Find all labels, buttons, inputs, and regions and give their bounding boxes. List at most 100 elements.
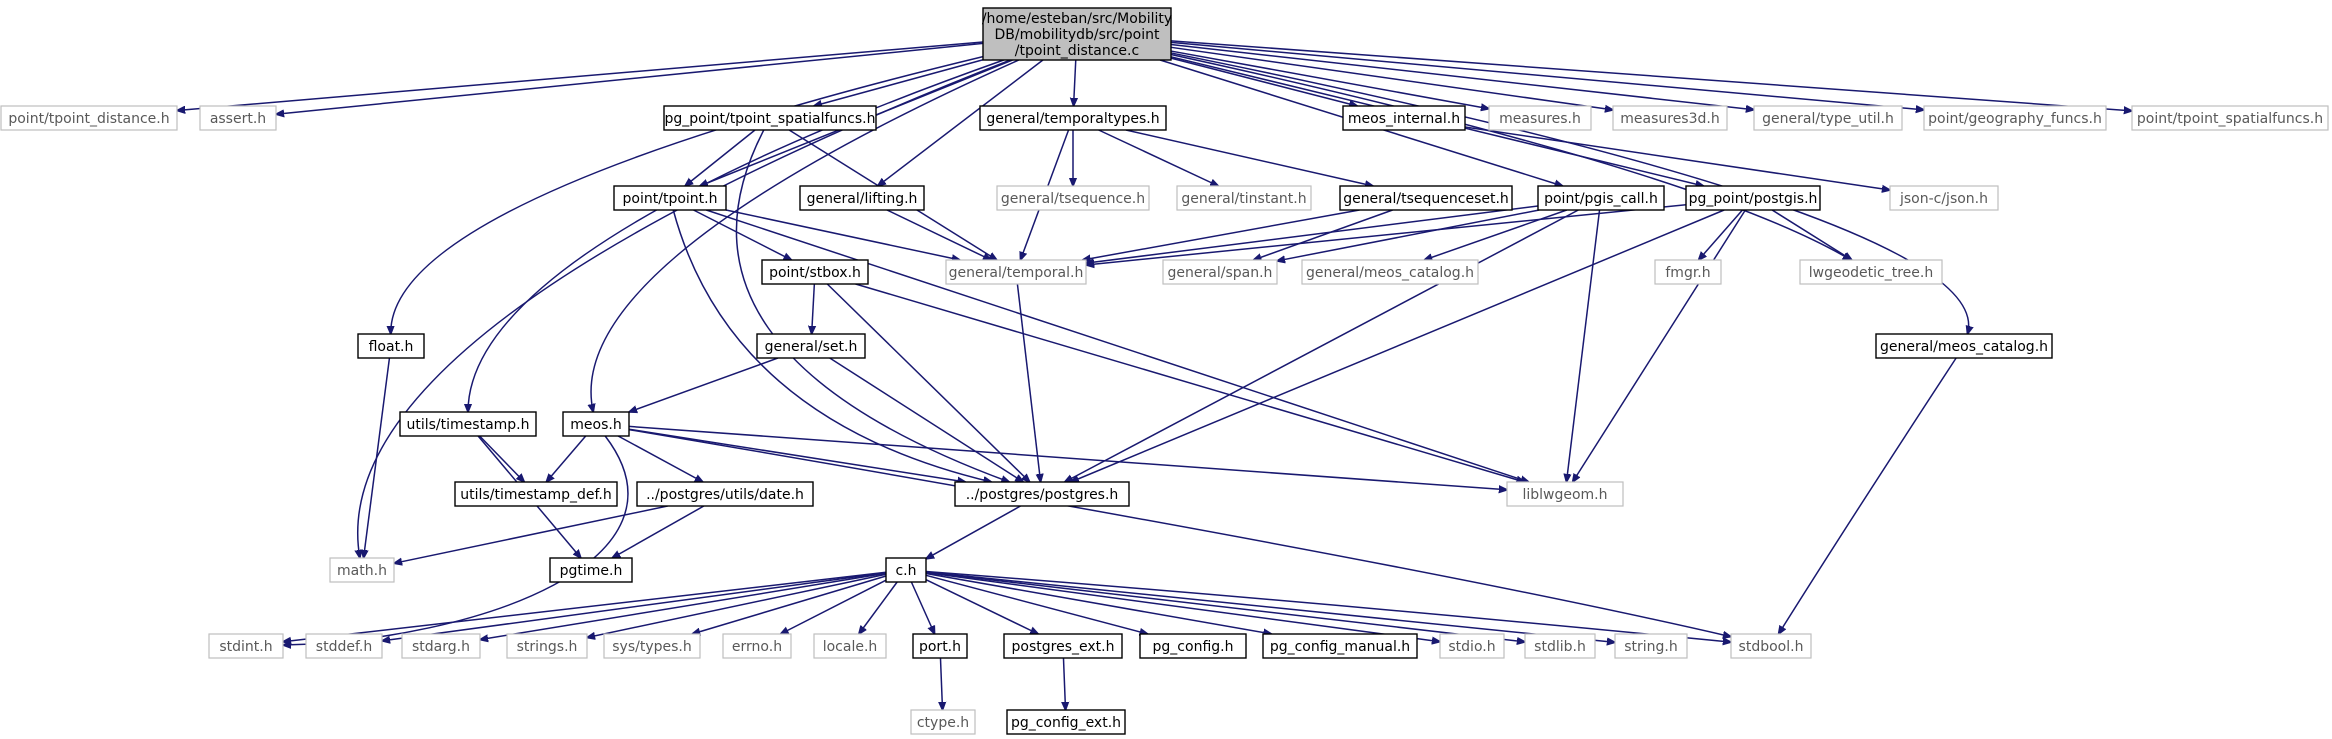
node-box xyxy=(399,411,537,437)
node-sys-types-h: sys/types.h xyxy=(603,633,701,659)
node-label: stddef.h xyxy=(316,639,372,655)
node-label: DB/mobilitydb/src/point xyxy=(995,27,1160,43)
node-box xyxy=(562,411,630,437)
node-c-h[interactable]: c.h xyxy=(885,557,927,583)
include-edge xyxy=(177,41,984,111)
node-pg-config-ext-h[interactable]: pg_config_ext.h xyxy=(1006,709,1126,735)
node-postgres-h[interactable]: ../postgres/postgres.h xyxy=(954,481,1130,507)
node-temporaltypes-h[interactable]: general/temporaltypes.h xyxy=(979,105,1167,131)
node-box xyxy=(722,633,792,659)
node-label: pg_config_manual.h xyxy=(1270,639,1410,655)
node-box xyxy=(357,333,425,359)
node-pg-tpoint-spatialfuncs-h[interactable]: pg_point/tpoint_spatialfuncs.h xyxy=(663,105,877,131)
node-box xyxy=(199,105,277,131)
node-meos-h[interactable]: meos.h xyxy=(562,411,630,437)
node-label: stdlib.h xyxy=(1534,639,1586,655)
node-label: stdbool.h xyxy=(1739,639,1804,655)
node-box xyxy=(910,709,976,735)
node-box xyxy=(1875,333,2053,359)
node-label: stdarg.h xyxy=(412,639,470,655)
node-lifting-h[interactable]: general/lifting.h xyxy=(799,185,925,211)
node-stdlib-h: stdlib.h xyxy=(1524,633,1596,659)
node-pgis-call-h[interactable]: point/pgis_call.h xyxy=(1537,185,1665,211)
node-box xyxy=(1162,259,1278,285)
node-label: lwgeodetic_tree.h xyxy=(1809,265,1933,281)
node-label: general/meos_catalog.h xyxy=(1880,339,2048,355)
node-timestamp-def-h[interactable]: utils/timestamp_def.h xyxy=(454,481,618,507)
node-box xyxy=(1730,633,1812,659)
include-edge xyxy=(692,575,887,634)
node-box xyxy=(954,481,1130,507)
node-postgres-ext-h[interactable]: postgres_ext.h xyxy=(1003,633,1123,659)
include-edge xyxy=(859,581,898,634)
node-label: general/lifting.h xyxy=(807,191,918,207)
include-edge xyxy=(1573,209,1747,482)
node-tsequenceset-h[interactable]: general/tsequenceset.h xyxy=(1339,185,1513,211)
node-root[interactable]: /home/esteban/src/MobilityDB/mobilitydb/… xyxy=(982,7,1172,61)
node-utils-timestamp-h[interactable]: utils/timestamp.h xyxy=(399,411,537,437)
include-edge xyxy=(886,209,991,260)
include-edge xyxy=(1779,357,1957,634)
include-edge xyxy=(1566,209,1601,482)
node-float-h[interactable]: float.h xyxy=(357,333,425,359)
node-label: pg_point/postgis.h xyxy=(1689,191,1818,207)
include-edge xyxy=(1170,53,1851,260)
node-box xyxy=(1923,105,2107,131)
node-label: general/temporal.h xyxy=(949,265,1084,281)
node-date-h[interactable]: ../postgres/utils/date.h xyxy=(636,481,814,507)
node-label: utils/timestamp_def.h xyxy=(460,487,611,503)
node-box xyxy=(1176,185,1312,211)
node-box xyxy=(1889,185,1999,211)
include-edge xyxy=(1170,41,1924,109)
node-label: point/stbox.h xyxy=(769,265,861,281)
node-box xyxy=(1612,105,1728,131)
node-label: errno.h xyxy=(732,639,782,655)
include-edge xyxy=(672,209,991,482)
node-box xyxy=(549,557,633,583)
node-box xyxy=(945,259,1087,285)
node-meos-catalog-h[interactable]: general/meos_catalog.h xyxy=(1875,333,2053,359)
node-label: json-c/json.h xyxy=(1899,191,1988,207)
node-locale-h: locale.h xyxy=(813,633,887,659)
node-box xyxy=(1139,633,1247,659)
include-edge xyxy=(781,579,887,634)
node-pg-config-manual-h[interactable]: pg_config_manual.h xyxy=(1262,633,1418,659)
include-edge xyxy=(812,283,815,334)
node-strings-h: strings.h xyxy=(506,633,588,659)
include-edge xyxy=(1071,209,1725,482)
node-port-h[interactable]: port.h xyxy=(912,633,968,659)
include-edge xyxy=(925,571,1525,642)
node-box xyxy=(401,633,481,659)
node-box xyxy=(885,557,927,583)
node-box xyxy=(1301,259,1479,285)
node-tpoint-h[interactable]: point/tpoint.h xyxy=(613,185,727,211)
node-set-h[interactable]: general/set.h xyxy=(756,333,866,359)
include-edge xyxy=(925,571,1440,642)
include-edge xyxy=(628,428,1731,637)
include-edge xyxy=(394,505,668,563)
node-label: /tpoint_distance.c xyxy=(1015,43,1139,59)
node-box xyxy=(454,481,618,507)
include-edge xyxy=(1464,126,1890,190)
node-label: general/type_util.h xyxy=(1762,111,1894,127)
node-meos-internal-h[interactable]: meos_internal.h xyxy=(1342,105,1466,131)
node-postgis-h[interactable]: pg_point/postgis.h xyxy=(1685,185,1821,211)
include-edge xyxy=(925,572,1271,634)
node-stbox-h[interactable]: point/stbox.h xyxy=(761,259,869,285)
node-pg-config-h[interactable]: pg_config.h xyxy=(1139,633,1247,659)
include-edge xyxy=(855,283,1525,482)
include-edge xyxy=(693,209,792,260)
node-tinstant-h: general/tinstant.h xyxy=(1176,185,1312,211)
node-pgtime-h[interactable]: pgtime.h xyxy=(549,557,633,583)
node-box xyxy=(329,557,395,583)
node-label: strings.h xyxy=(517,639,578,655)
node-box xyxy=(1506,481,1624,507)
node-label: point/tpoint_distance.h xyxy=(8,111,169,127)
node-label: general/tsequenceset.h xyxy=(1343,191,1509,207)
node-point-tpoint-spatialfuncs-h: point/tpoint_spatialfuncs.h xyxy=(2131,105,2329,131)
include-edge xyxy=(628,425,1507,489)
include-edge xyxy=(1063,657,1065,710)
node-box xyxy=(603,633,701,659)
node-box xyxy=(979,105,1167,131)
